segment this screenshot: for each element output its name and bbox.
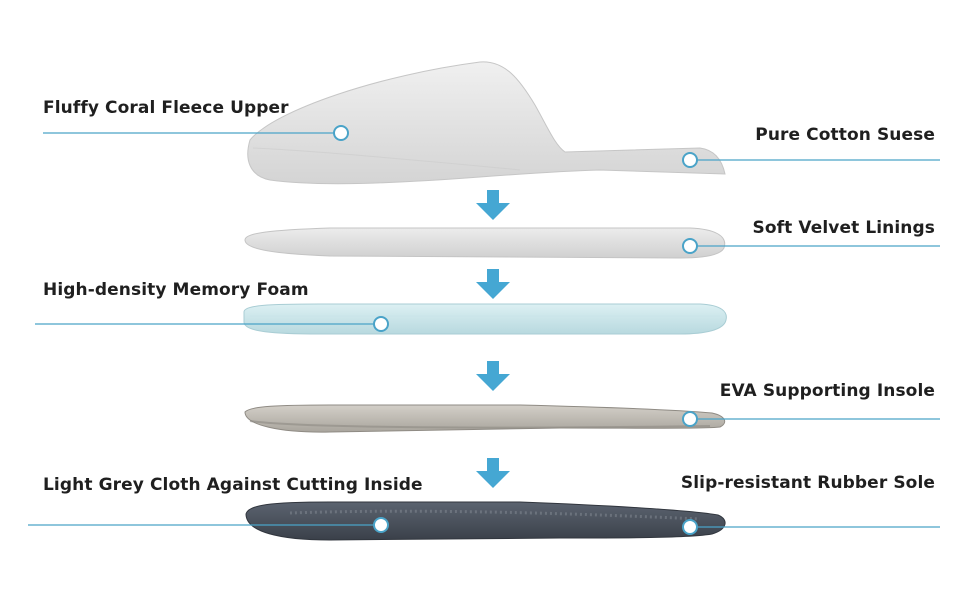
marker-dot (374, 317, 388, 331)
eva-insole-layer (245, 405, 725, 432)
label-rubber-sole: Slip-resistant Rubber Sole (681, 473, 935, 493)
label-fleece-upper: Fluffy Coral Fleece Upper (43, 98, 289, 118)
fleece-upper-layer (248, 62, 725, 184)
memory-foam-layer (244, 304, 726, 334)
velvet-lining-layer (245, 228, 725, 258)
rubber-sole-layer (246, 502, 725, 540)
label-eva-insole: EVA Supporting Insole (720, 381, 935, 401)
label-velvet-linings: Soft Velvet Linings (753, 218, 935, 238)
marker-dot (683, 520, 697, 534)
label-cotton-suese: Pure Cotton Suese (755, 125, 935, 145)
label-grey-cloth: Light Grey Cloth Against Cutting Inside (43, 475, 423, 495)
down-arrow-icon (476, 458, 510, 488)
down-arrow-icon (476, 269, 510, 299)
marker-dot (683, 412, 697, 426)
down-arrow-icon (476, 190, 510, 220)
marker-dot (683, 153, 697, 167)
label-memory-foam: High-density Memory Foam (43, 280, 309, 300)
marker-dot (683, 239, 697, 253)
marker-dot (334, 126, 348, 140)
marker-dot (374, 518, 388, 532)
down-arrow-icon (476, 361, 510, 391)
